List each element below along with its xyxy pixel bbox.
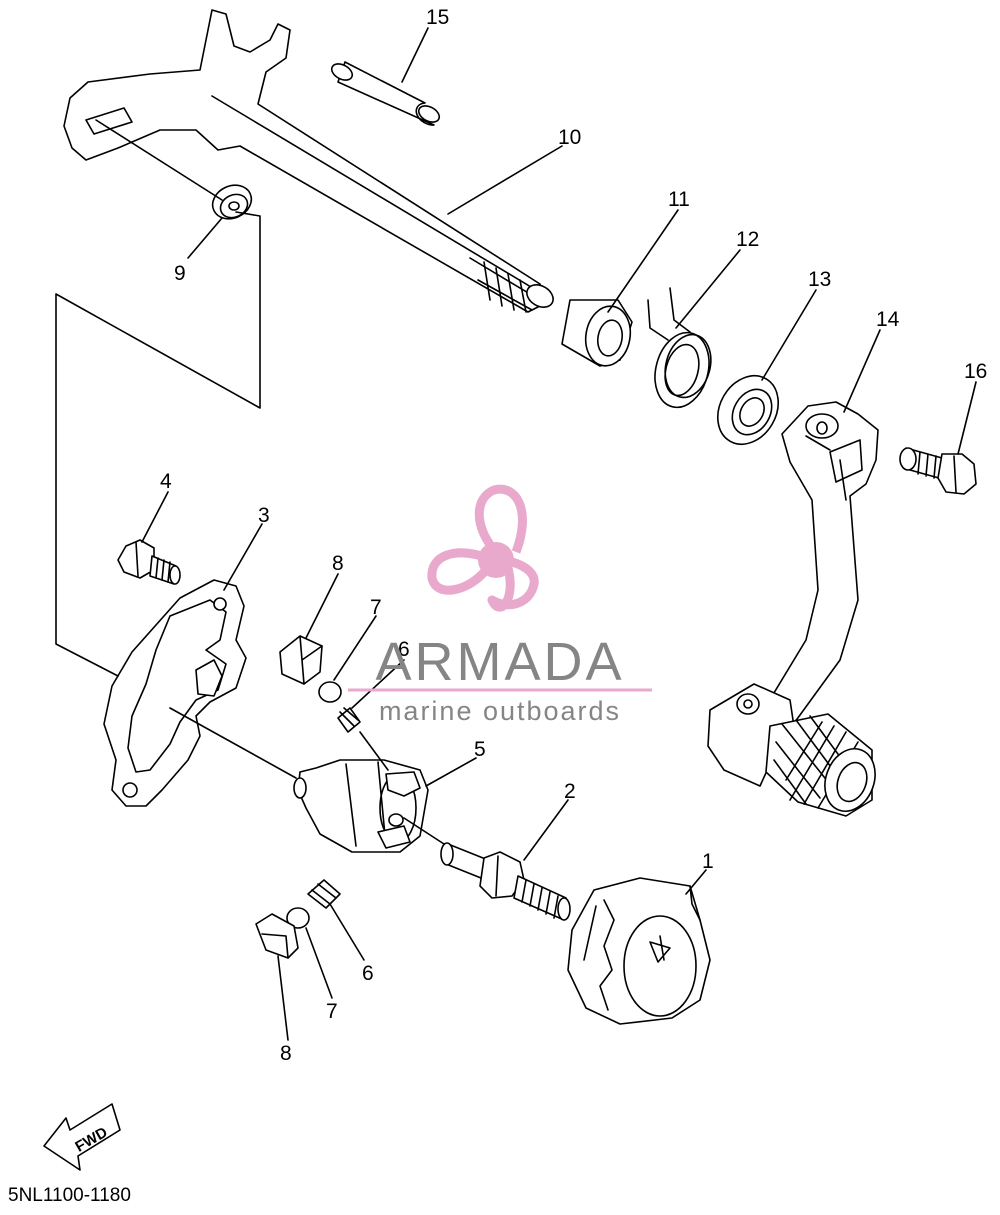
watermark-tagline: marine outboards [379, 696, 621, 726]
part-8-stopper-upper [279, 635, 323, 685]
part-9-washer [211, 184, 253, 220]
propeller-hub [478, 542, 514, 578]
callout-11: 11 [668, 188, 690, 211]
diagram-code: 5NL1100-1180 [8, 1185, 131, 1206]
part-11-collar [561, 299, 633, 367]
callout-7-upper: 7 [370, 596, 382, 619]
callout-10: 10 [558, 126, 581, 149]
fwd-arrow: FWD [43, 1103, 121, 1171]
watermark: ARMADA marine outboards [348, 484, 652, 726]
part-7-pin-upper [318, 681, 342, 703]
callout-leaders [141, 27, 977, 1041]
part-8-stopper-lower [255, 913, 299, 959]
part-6-spring-upper [337, 707, 361, 733]
part-4-bolt [117, 539, 181, 585]
callout-2: 2 [564, 780, 576, 803]
part-1-shift-drum [567, 877, 711, 1025]
part-10-shift-shaft [63, 9, 554, 313]
callout-3: 3 [258, 504, 270, 527]
part-3-plate [103, 579, 247, 807]
callout-9: 9 [174, 262, 186, 285]
callout-6-upper: 6 [398, 638, 410, 661]
part-15-shift-pedal [707, 401, 879, 817]
callout-13: 15 [426, 6, 449, 29]
part-13-pin [330, 61, 441, 126]
part-12-spring [647, 287, 712, 409]
callout-5: 5 [474, 738, 486, 761]
callout-1: 1 [702, 850, 714, 873]
propeller-logo-icon [427, 484, 539, 612]
part-16-bolt [899, 447, 977, 495]
part-14-oil-seal [717, 375, 779, 445]
callout-16: 16 [964, 360, 987, 383]
callout-12: 12 [736, 228, 759, 251]
part-5-drum-segment [293, 759, 429, 853]
callout-8-lower: 8 [280, 1042, 292, 1065]
callout-14: 13 [808, 268, 831, 291]
part-2-bolt [440, 842, 571, 921]
part-6-spring-lower [307, 879, 341, 909]
part-7-pin-lower [286, 907, 310, 929]
callout-7-lower: 7 [326, 1000, 338, 1023]
alignment-lines [55, 119, 445, 845]
watermark-brand: ARMADA [375, 632, 624, 692]
callout-6-lower: 6 [362, 962, 374, 985]
callout-8-upper: 8 [332, 552, 344, 575]
callout-15: 14 [876, 308, 900, 331]
callout-4: 4 [160, 470, 172, 493]
callout-numbers: 15 10 11 12 13 14 16 9 4 3 8 7 6 5 2 1 6… [160, 6, 987, 1065]
